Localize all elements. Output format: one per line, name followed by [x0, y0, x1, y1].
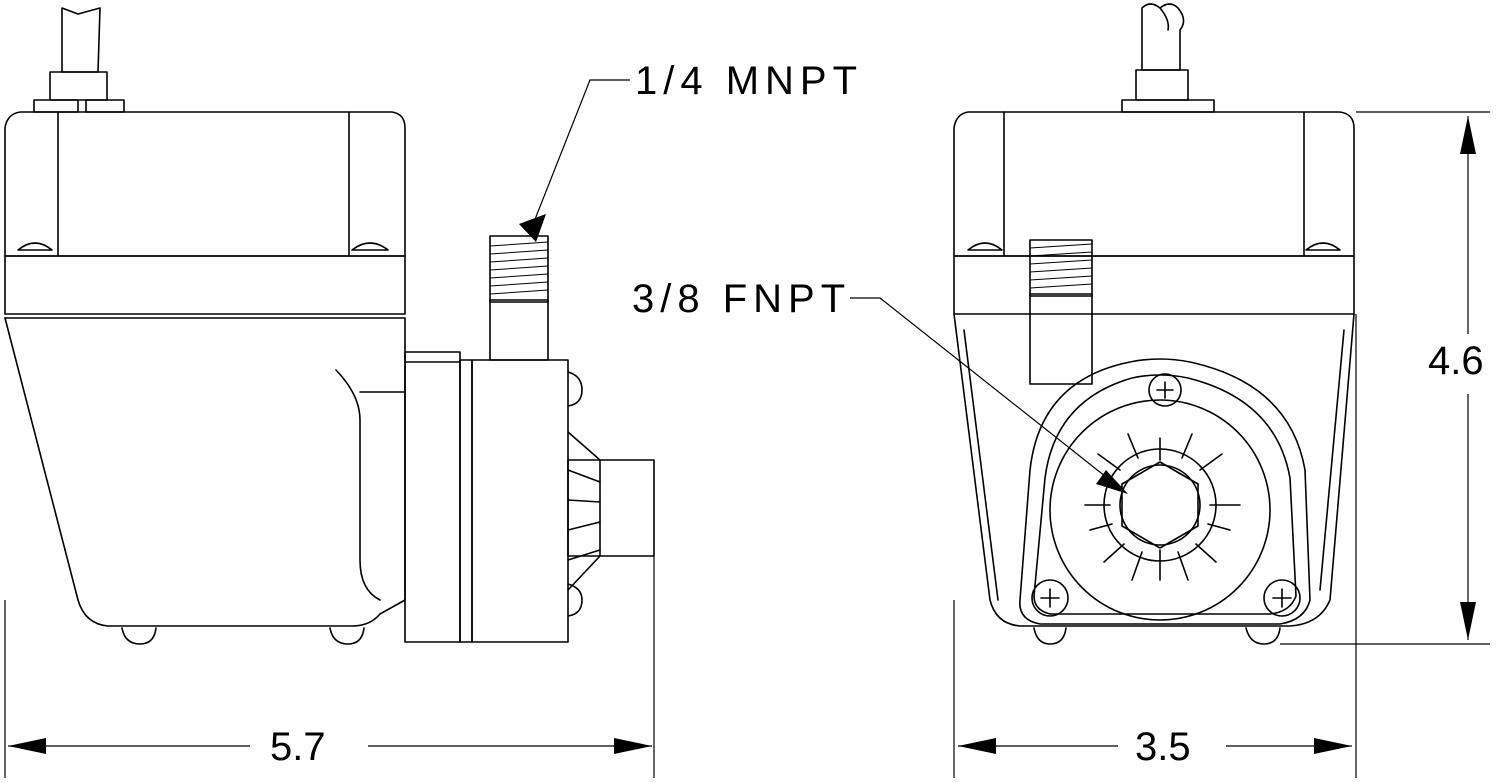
fnpt-thread [1029, 239, 1093, 297]
side-view [4, 7, 655, 778]
fnpt-callout: 3/8 FNPT [632, 277, 1128, 494]
dimension-width-front-label: 3.5 [1135, 725, 1191, 769]
screw-top [1148, 373, 1182, 407]
screw-bottom-left [1031, 579, 1069, 617]
mnpt-callout: 1/4 MNPT [519, 59, 863, 242]
dimension-height-front: 4.6 [1428, 116, 1484, 640]
screw-bottom-right [1263, 579, 1301, 617]
fnpt-label: 3/8 FNPT [632, 277, 851, 321]
dimension-width-front: 3.5 [958, 725, 1352, 769]
dimension-width-side: 5.7 [8, 725, 652, 769]
impeller-spokes [1084, 433, 1241, 581]
front-view [953, 3, 1490, 778]
mnpt-thread [489, 235, 549, 303]
dimension-width-side-label: 5.7 [270, 725, 326, 769]
dimension-height-front-label: 4.6 [1428, 339, 1484, 383]
mnpt-label: 1/4 MNPT [635, 59, 863, 103]
